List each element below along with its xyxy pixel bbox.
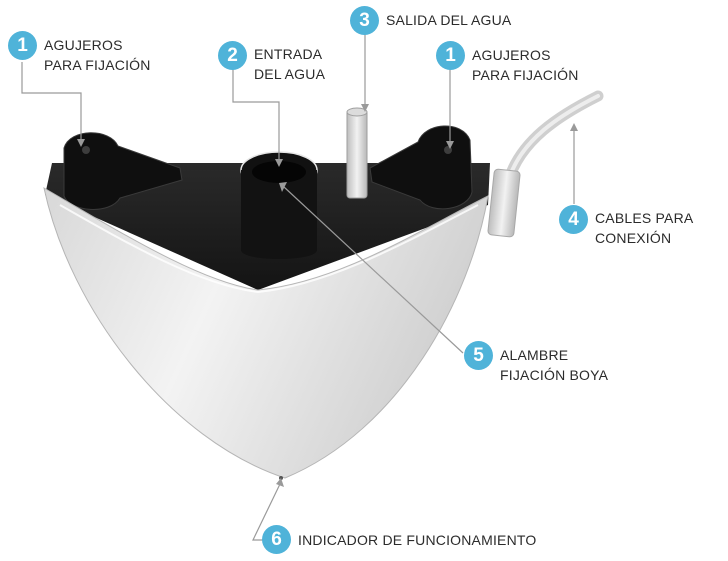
callout-label-line: FIJACIÓN BOYA [500,367,609,383]
arrow-4 [570,123,578,131]
callout-number-badge: 1 [8,31,37,60]
arrow-6 [276,478,284,487]
callout-alambre: 5 ALAMBRE FIJACIÓN BOYA [464,341,608,385]
callout-indicador: 6 INDICADOR DE FUNCIONAMIENTO [262,525,537,554]
arrow-heads [77,104,578,487]
callout-agujeros-left: 1 AGUJEROS PARA FIJACIÓN [8,31,151,75]
leader-2 [232,60,280,160]
callout-label-line: ENTRADA [254,46,323,62]
cable-connector [487,168,521,238]
callout-label: ENTRADA DEL AGUA [254,44,325,84]
callout-label-line: AGUJEROS [472,47,551,63]
callout-label: INDICADOR DE FUNCIONAMIENTO [298,530,537,550]
cable [502,90,604,188]
leader-6 [252,483,281,541]
callout-label-line: CONEXIÓN [595,230,672,246]
callout-label-line: ALAMBRE [500,347,569,363]
callout-number-badge: 3 [350,6,379,35]
callout-label-line: PARA FIJACIÓN [472,67,579,83]
arrow-1-left [77,139,85,147]
arrow-5 [279,182,287,192]
callout-label: ALAMBRE FIJACIÓN BOYA [500,345,608,385]
callout-label-line: INDICADOR DE FUNCIONAMIENTO [298,532,537,548]
callout-number-badge: 6 [262,525,291,554]
callout-number-badge: 1 [436,41,465,70]
callout-label: SALIDA DEL AGUA [386,10,511,30]
callout-label-line: DEL AGUA [254,66,326,82]
callout-number-badge: 5 [464,341,493,370]
callout-salida: 3 SALIDA DEL AGUA [350,6,511,35]
callout-number-badge: 4 [559,205,588,234]
callout-cables: 4 CABLES PARA CONEXIÓN [559,205,693,248]
water-outlet [346,109,368,199]
arrow-1-right [446,141,454,149]
callout-label-line: PARA FIJACIÓN [44,57,151,73]
callout-label-line: CABLES PARA [595,210,694,226]
callout-label-line: SALIDA DEL AGUA [386,12,512,28]
arrow-3 [361,104,369,112]
water-inlet [241,170,317,259]
callout-label-line: AGUJEROS [44,37,123,53]
leader-5 [283,186,464,354]
pump-body [43,187,489,479]
callout-agujeros-right: 1 AGUJEROS PARA FIJACIÓN [436,41,579,85]
arrow-2 [275,159,283,167]
callout-label: AGUJEROS PARA FIJACIÓN [472,45,579,85]
callout-label: AGUJEROS PARA FIJACIÓN [44,35,151,75]
callout-number-badge: 2 [218,41,247,70]
leader-lines [21,34,575,541]
callout-entrada: 2 ENTRADA DEL AGUA [218,41,325,84]
leader-1-left [21,62,82,140]
callout-label: CABLES PARA CONEXIÓN [595,208,693,248]
